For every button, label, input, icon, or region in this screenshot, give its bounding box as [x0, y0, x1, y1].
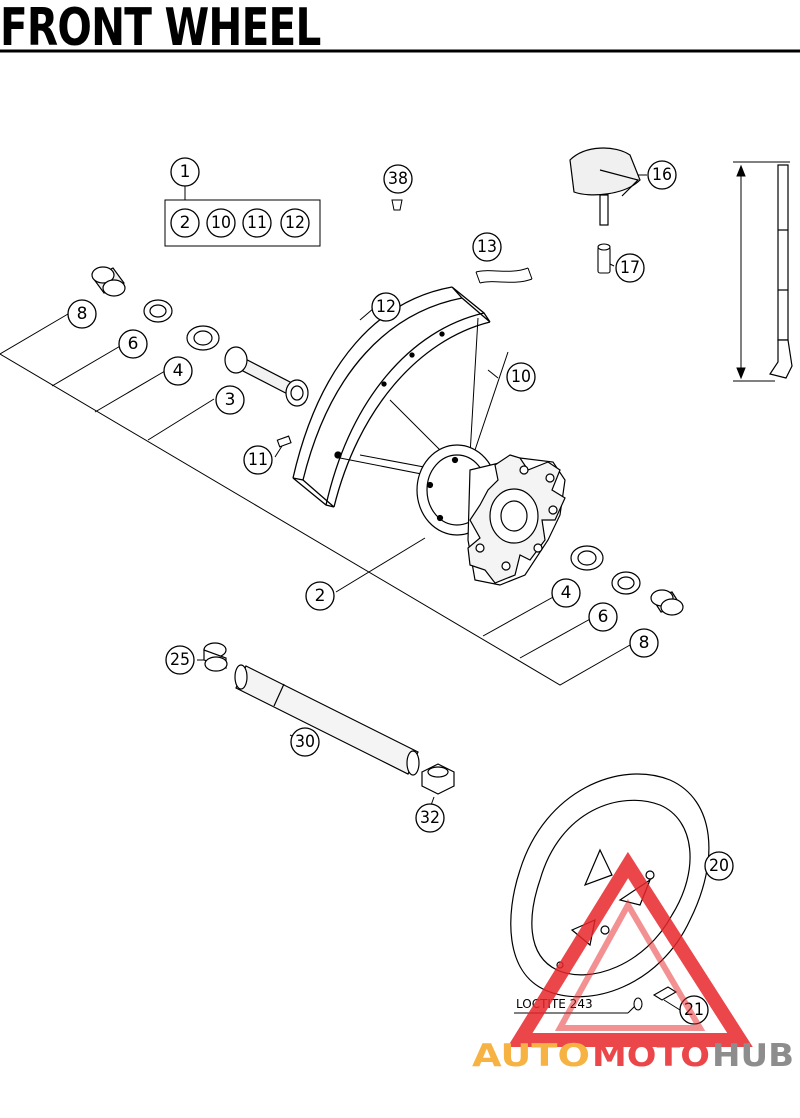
spoke-nipple: [276, 435, 292, 448]
left-spacer-8: [91, 266, 126, 297]
callout-12-kit-label: 12: [285, 213, 305, 233]
callout-6-right-label: 6: [598, 607, 609, 627]
callout-38: [383, 164, 413, 194]
tire-valve: [569, 147, 641, 226]
distance-sleeve-3: [224, 346, 309, 407]
collar-25: [203, 642, 228, 672]
spoke-part: [769, 164, 793, 379]
callout-20: [704, 851, 734, 881]
disc-screw: [633, 986, 678, 1011]
callout-2-label: 2: [315, 586, 326, 606]
watermark-hub: HUB: [712, 1038, 794, 1074]
watermark-logo: AUTO MOTO HUB: [472, 851, 794, 1074]
right-spacer-8: [650, 589, 684, 616]
callout-11-kit-label: 11: [247, 213, 267, 233]
callout-32: [415, 803, 445, 833]
callout-2-kit: [170, 208, 200, 238]
left-bearing-4: [186, 325, 220, 351]
callout-17: [615, 253, 645, 283]
callout-10: [506, 362, 536, 392]
callout-6-left-label: 6: [128, 334, 139, 354]
callout-12: [371, 292, 401, 322]
callout-12-label: 12: [376, 297, 396, 317]
kit-box: [164, 199, 321, 247]
callout-10-kit: [206, 208, 236, 238]
wheel-axle: [234, 664, 420, 776]
callout-4-left-label: 4: [173, 361, 184, 381]
right-seal-6: [611, 571, 641, 595]
callouts: [67, 157, 734, 1025]
hub: [416, 444, 566, 586]
callout-6-left: [118, 329, 148, 359]
callout-2: [305, 581, 335, 611]
axle-nut: [421, 763, 455, 795]
callout-38-label: 38: [388, 169, 408, 189]
callout-30-label: 30: [295, 732, 315, 752]
callout-11: [243, 445, 273, 475]
leader-lines: [0, 174, 706, 1014]
callout-10-label: 10: [511, 367, 531, 387]
loctite-note: LOCTITE 243: [516, 997, 593, 1011]
callout-12-kit: [280, 208, 310, 238]
callout-1: [170, 157, 200, 187]
watermark-moto: MOTO: [592, 1038, 710, 1074]
callout-30: [290, 727, 320, 757]
page-title: FRONT WHEEL: [0, 0, 321, 58]
valve-cap: [597, 243, 611, 274]
callout-4-right: [551, 578, 581, 608]
callout-2-kit-label: 2: [180, 213, 191, 233]
watermark-auto: AUTO: [472, 1038, 590, 1074]
spoke-dimension: [733, 161, 790, 382]
callout-17-label: 17: [620, 258, 640, 278]
callout-8-right-label: 8: [639, 633, 650, 653]
callout-13-label: 13: [477, 237, 497, 257]
left-seal-6: [143, 299, 173, 323]
callout-20-label: 20: [709, 856, 729, 876]
callout-3: [215, 385, 245, 415]
callout-32-label: 32: [420, 808, 440, 828]
callout-25: [165, 645, 195, 675]
callout-25-label: 25: [170, 650, 190, 670]
callout-6-right: [588, 602, 618, 632]
right-bearing-4: [570, 545, 604, 571]
callout-1-label: 1: [180, 162, 191, 182]
rim-tape: [475, 267, 533, 284]
callout-11-kit: [242, 208, 272, 238]
callout-4-right-label: 4: [561, 583, 572, 603]
callout-3-label: 3: [225, 390, 236, 410]
callout-11-label: 11: [248, 450, 268, 470]
callout-8-left: [67, 299, 97, 329]
callout-13: [472, 232, 502, 262]
callout-8-left-label: 8: [77, 304, 88, 324]
callout-8-right: [629, 628, 659, 658]
watermark-triangle-icon: [507, 851, 753, 1047]
rubber-plug: [391, 199, 403, 211]
callout-10-kit-label: 10: [211, 213, 231, 233]
rim: [292, 286, 491, 508]
callout-16: [647, 160, 677, 190]
callout-16-label: 16: [652, 165, 672, 185]
callout-4-left: [163, 356, 193, 386]
